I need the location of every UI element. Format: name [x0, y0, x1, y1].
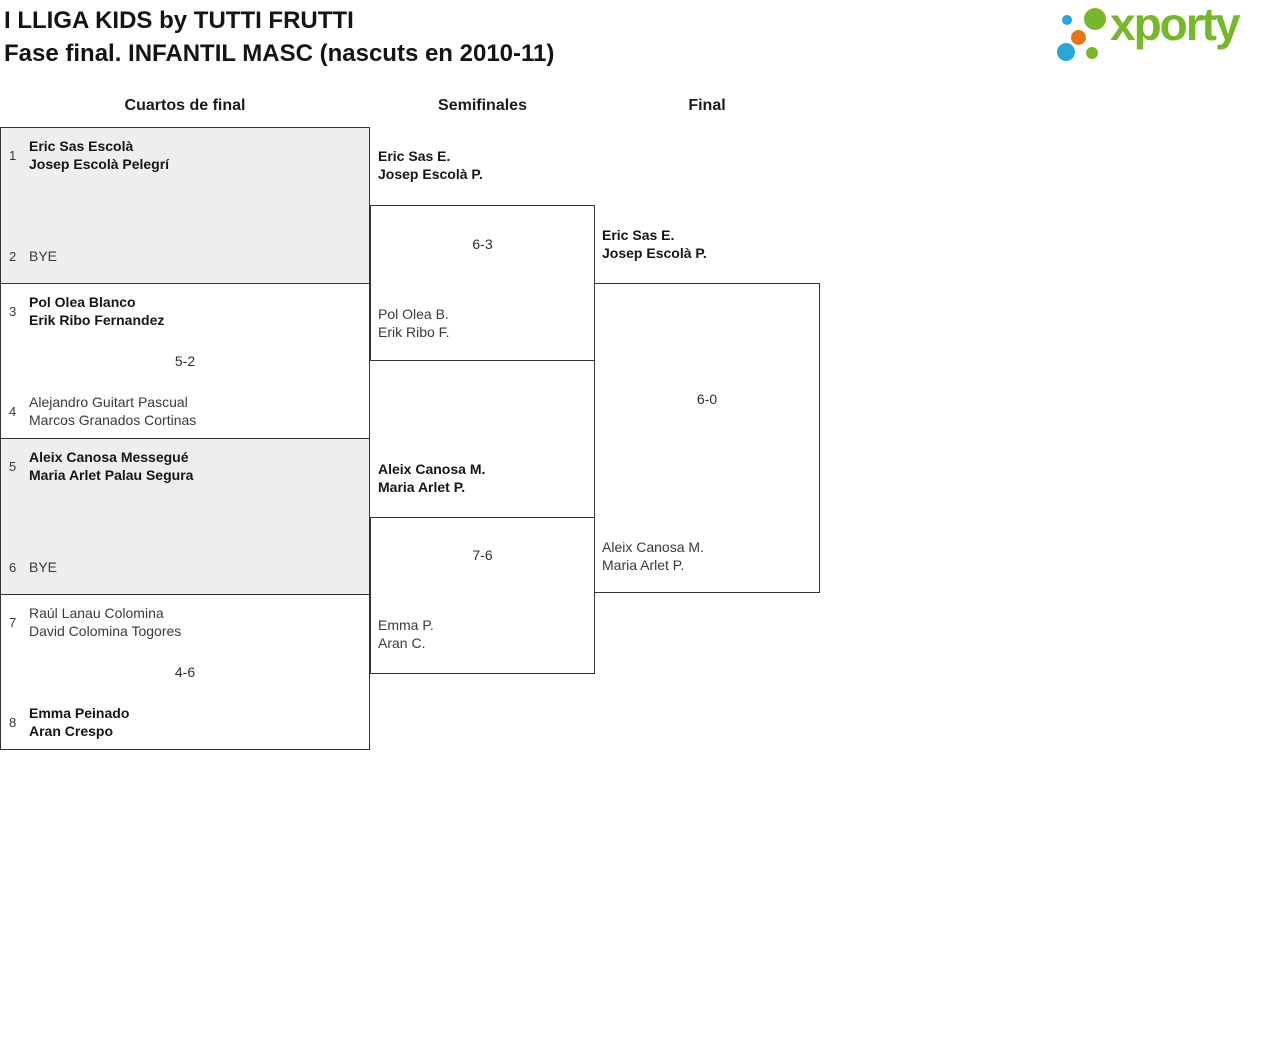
team-names: BYE	[29, 247, 57, 265]
seed-number: 4	[9, 403, 17, 419]
sf2-eliminated-team: Emma P. Aran C.	[378, 616, 434, 652]
team-names: Pol Olea Blanco Erik Ribo Fernandez	[29, 293, 164, 329]
team-name: Erik Ribo F.	[378, 324, 450, 340]
team-name: Pol Olea B.	[378, 306, 449, 322]
match-score: 4-6	[174, 664, 196, 680]
page-header: I LLIGA KIDS by TUTTI FRUTTI Fase final.…	[4, 4, 554, 70]
team-names: Alejandro Guitart Pascual Marcos Granado…	[29, 393, 196, 429]
team-name: Eric Sas E.	[378, 148, 451, 164]
match-entry: 7 Raúl Lanau Colomina David Colomina Tog…	[1, 604, 369, 640]
logo-dot-green-large	[1084, 8, 1106, 30]
team-name: Marcos Granados Cortinas	[29, 412, 197, 428]
team-name: Aleix Canosa M.	[378, 461, 486, 477]
team-name: Eric Sas Escolà	[29, 138, 134, 154]
team-name: Raúl Lanau Colomina	[29, 605, 164, 621]
team-name: Aran Crespo	[29, 723, 114, 739]
team-name: Josep Escolà Pelegrí	[29, 156, 170, 172]
sf2-score: 7-6	[472, 547, 493, 563]
xporty-logo-text: xporty	[1110, 0, 1241, 50]
match-entry: 6 BYE	[1, 549, 369, 585]
sf1-score: 6-3	[472, 236, 493, 252]
team-name: Emma P.	[378, 617, 434, 633]
match-entry: 2 BYE	[1, 238, 369, 274]
match-box-final	[594, 283, 820, 593]
sf2-advancing-team: Aleix Canosa M. Maria Arlet P.	[378, 460, 485, 496]
match-entry: 3 Pol Olea Blanco Erik Ribo Fernandez	[1, 293, 369, 329]
match-box-qf2: 3 Pol Olea Blanco Erik Ribo Fernandez 5-…	[0, 283, 370, 439]
team-name: David Colomina Togores	[29, 623, 182, 639]
final-runnerup-team: Aleix Canosa M. Maria Arlet P.	[602, 538, 704, 574]
team-names: Aleix Canosa Messegué Maria Arlet Palau …	[29, 448, 193, 484]
logo-dot-blue-small	[1062, 15, 1072, 25]
final-winner-team: Eric Sas E. Josep Escolà P.	[602, 226, 707, 262]
match-score: 5-2	[174, 353, 196, 369]
team-name: Eric Sas E.	[602, 227, 675, 243]
team-name: BYE	[29, 248, 58, 264]
match-entry: 5 Aleix Canosa Messegué Maria Arlet Pala…	[1, 448, 369, 484]
team-name: Aran C.	[378, 635, 426, 651]
team-name: Aleix Canosa Messegué	[29, 449, 189, 465]
round-header-final: Final	[688, 97, 726, 114]
seed-number: 7	[9, 614, 17, 630]
team-name: Pol Olea Blanco	[29, 294, 136, 310]
sf1-advancing-team: Eric Sas E. Josep Escolà P.	[378, 147, 483, 183]
final-score: 6-0	[696, 391, 718, 407]
seed-number: 2	[9, 248, 17, 264]
team-name: Josep Escolà P.	[602, 245, 707, 261]
team-name: Erik Ribo Fernandez	[29, 312, 165, 328]
page-title: I LLIGA KIDS by TUTTI FRUTTI	[4, 7, 354, 34]
team-name: Josep Escolà P.	[378, 166, 483, 182]
round-header-quarterfinals: Cuartos de final	[124, 97, 246, 114]
logo-dot-orange	[1071, 30, 1086, 45]
team-name: Maria Arlet P.	[602, 557, 685, 573]
round-header-semifinals: Semifinales	[438, 97, 527, 114]
team-name: Alejandro Guitart Pascual	[29, 394, 188, 410]
page-subtitle: Fase final. INFANTIL MASC (nascuts en 20…	[4, 40, 555, 67]
match-box-sf2	[370, 517, 595, 674]
match-box-qf1: 1 Eric Sas Escolà Josep Escolà Pelegrí 2…	[0, 127, 370, 284]
team-name: Aleix Canosa M.	[602, 539, 704, 555]
team-names: Eric Sas Escolà Josep Escolà Pelegrí	[29, 137, 169, 173]
team-names: Raúl Lanau Colomina David Colomina Togor…	[29, 604, 181, 640]
match-box-qf3: 5 Aleix Canosa Messegué Maria Arlet Pala…	[0, 438, 370, 595]
team-name: Maria Arlet Palau Segura	[29, 467, 194, 483]
seed-number: 1	[9, 147, 17, 163]
team-names: Emma Peinado Aran Crespo	[29, 704, 129, 740]
xporty-logo[interactable]: xporty	[1048, 0, 1276, 68]
team-names: BYE	[29, 558, 57, 576]
match-entry: 4 Alejandro Guitart Pascual Marcos Grana…	[1, 393, 369, 429]
team-name: Maria Arlet P.	[378, 479, 466, 495]
seed-number: 6	[9, 559, 17, 575]
match-box-qf4: 7 Raúl Lanau Colomina David Colomina Tog…	[0, 594, 370, 750]
seed-number: 5	[9, 458, 17, 474]
logo-dot-green-small	[1086, 47, 1098, 59]
match-entry: 1 Eric Sas Escolà Josep Escolà Pelegrí	[1, 137, 369, 173]
team-name: BYE	[29, 559, 58, 575]
sf1-eliminated-team: Pol Olea B. Erik Ribo F.	[378, 305, 450, 341]
seed-number: 8	[9, 714, 17, 730]
team-name: Emma Peinado	[29, 705, 130, 721]
logo-dot-blue-large	[1057, 43, 1075, 61]
match-entry: 8 Emma Peinado Aran Crespo	[1, 704, 369, 740]
seed-number: 3	[9, 303, 17, 319]
